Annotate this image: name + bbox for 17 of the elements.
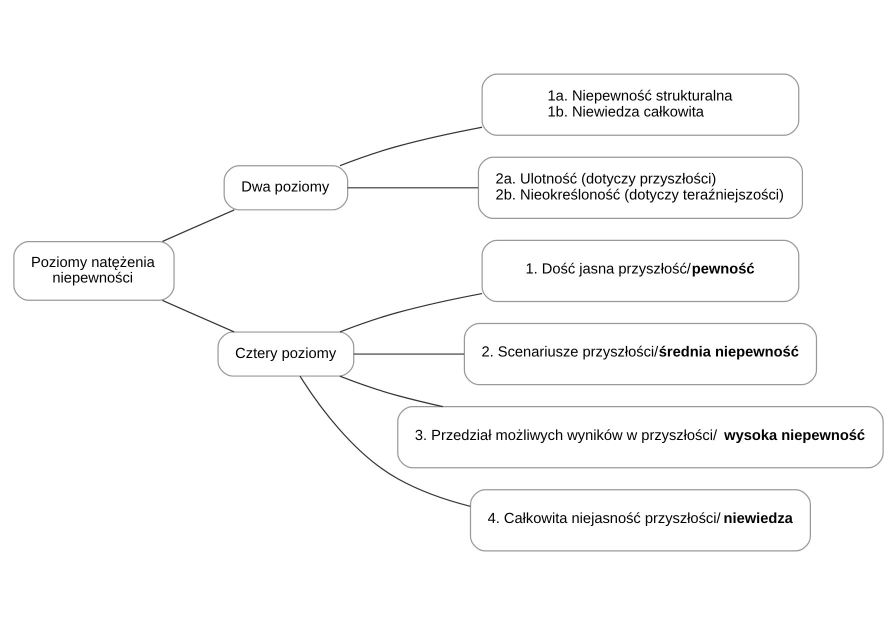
connector [339,292,482,332]
node-box: 2. Scenariusze przyszłości/średnia niepewność [463,322,817,385]
connector [339,126,482,166]
connector [162,208,234,242]
node-box: Dwa poziomy [223,164,348,210]
node-box: 2a. Ulotność (dotyczy przyszłości) 2b. Nieokreśloność (dotyczy teraźniejszości) [477,156,803,218]
node-box: Cztery poziomy [216,330,354,376]
node-box: 1a. Niepewność strukturalna 1b. Niewiedza całkowita [481,73,799,136]
node-box: 4. Całkowita niejasność przyszłości/niewiedza [469,488,810,551]
connector [299,375,470,506]
connector [339,375,442,407]
connector [353,352,464,354]
node-box: 1. Dość jasna przyszłość/pewność [481,239,799,302]
node-box: 3. Przedział możliwych wyników w przyszłości/ wysoka niepewność [396,406,884,468]
connector [162,299,234,332]
node-box: Poziomy natężenia niepewności [12,240,174,300]
connector [347,186,478,188]
